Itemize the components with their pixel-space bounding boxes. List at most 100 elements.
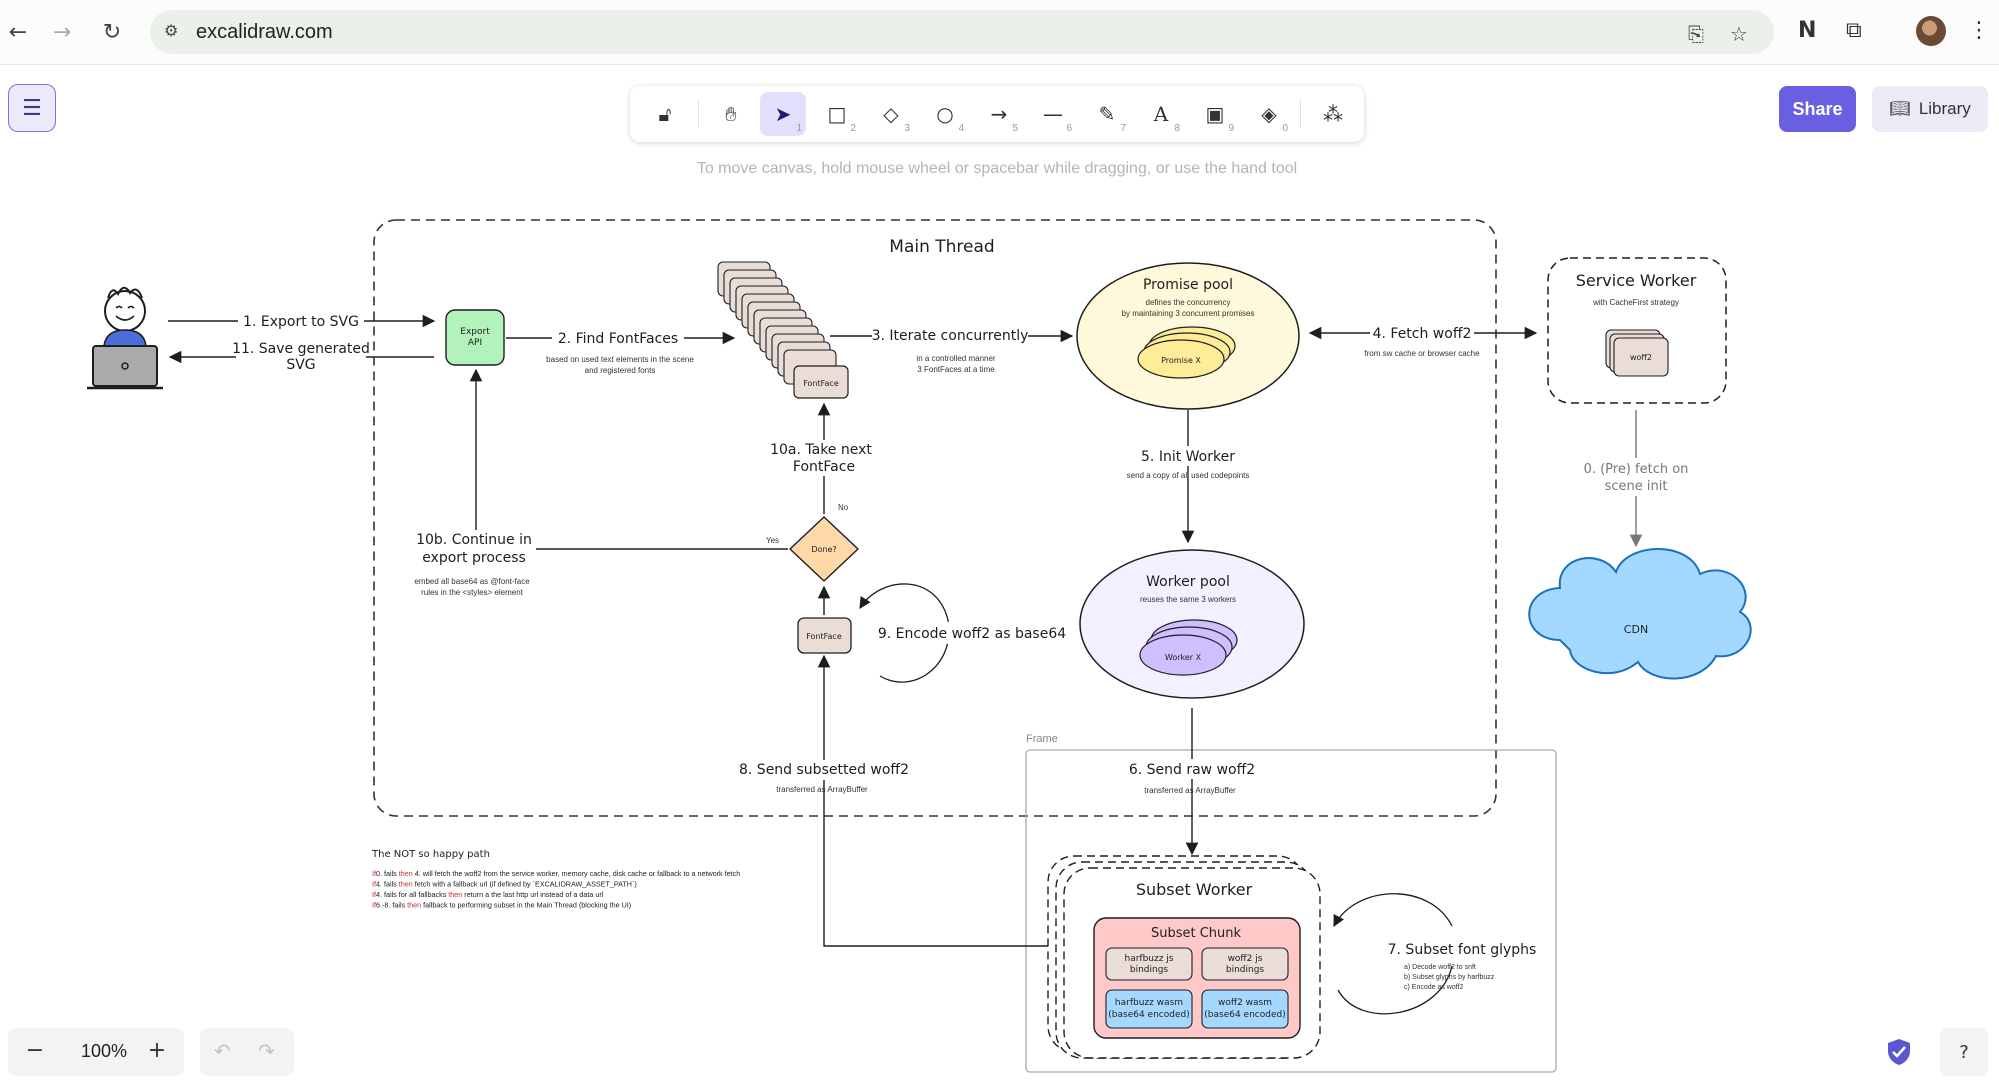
- share-button[interactable]: Share: [1779, 86, 1856, 132]
- zoom-in-button[interactable]: +: [147, 1038, 167, 1063]
- tool-key: 7: [1120, 123, 1126, 134]
- fontface-box[interactable]: [797, 617, 852, 654]
- unhappy-path-line: If4. fails then fetch with a fallback ur…: [372, 880, 637, 889]
- woff2-bindings-line1: woff2 js: [1228, 954, 1263, 964]
- cdn-cloud[interactable]: CDN: [1528, 548, 1752, 680]
- shield-check-icon[interactable]: [1886, 1038, 1912, 1066]
- woff2-bindings-line2: bindings: [1226, 965, 1265, 975]
- hand-icon: ✋︎: [725, 102, 737, 126]
- frame[interactable]: [1025, 749, 1557, 1073]
- step10b-note-line2: rules in the <styles> element: [421, 588, 524, 597]
- promise-pool-note-line2: by maintaining 3 concurrent promises: [1122, 309, 1255, 318]
- back-icon[interactable]: ←: [8, 19, 28, 45]
- step3-note-line1: in a controlled manner: [916, 354, 995, 363]
- tool-key: 2: [850, 123, 856, 134]
- notion-extension-icon[interactable]: N: [1798, 18, 1817, 43]
- step9-label: 9. Encode woff2 as base64: [878, 626, 1066, 642]
- worker-x-stack[interactable]: Worker X: [1139, 619, 1238, 676]
- harfbuzz-wasm-box[interactable]: [1105, 989, 1193, 1029]
- tool-hand[interactable]: ✋︎: [708, 92, 754, 136]
- woff2-wasm-box[interactable]: [1201, 989, 1289, 1029]
- export-api-box[interactable]: [445, 309, 505, 366]
- undo-icon[interactable]: ↶: [214, 1039, 231, 1063]
- ellipse-icon: ○: [936, 102, 954, 126]
- step5-note: send a copy of all used codepoints: [1127, 471, 1250, 480]
- woff2-wasm-line2: (base64 encoded): [1204, 1010, 1285, 1020]
- no-label: No: [838, 503, 849, 512]
- step3-note-line2: 3 FontFaces at a time: [917, 365, 995, 374]
- step10a-label-line2: FontFace: [793, 459, 855, 475]
- step10b-label-line1: 10b. Continue in: [416, 532, 532, 548]
- loop-encode-base64[interactable]: [859, 583, 950, 683]
- diamond-icon: ◇: [883, 102, 899, 126]
- user-figure[interactable]: [87, 286, 163, 390]
- reload-icon[interactable]: ↻: [102, 19, 122, 45]
- tool-arrow[interactable]: →5: [976, 92, 1022, 136]
- unhappy-path-line: If4. fails for all fallbacks then return…: [372, 890, 604, 899]
- tool-rectangle[interactable]: □2: [814, 92, 860, 136]
- address-bar[interactable]: ⚙ excalidraw.com ⎘ ☆: [150, 10, 1774, 54]
- tool-lock[interactable]: 🔓︎: [642, 92, 688, 136]
- woff2-bindings-box[interactable]: [1201, 947, 1289, 981]
- tool-eraser[interactable]: ◈0: [1246, 92, 1292, 136]
- url-text: excalidraw.com: [196, 21, 333, 43]
- redo-icon[interactable]: ↷: [258, 1039, 275, 1063]
- step11-label-line1: 11. Save generated: [232, 341, 370, 357]
- zoom-level[interactable]: 100%: [80, 1041, 128, 1061]
- tool-key: 3: [904, 123, 910, 134]
- step0-label-line1: 0. (Pre) fetch on: [1584, 462, 1689, 477]
- canvas-hint: To move canvas, hold mouse wheel or spac…: [696, 160, 1298, 177]
- service-worker-box[interactable]: [1547, 257, 1727, 404]
- tool-image[interactable]: ▣9: [1192, 92, 1238, 136]
- main-thread-label: Main Thread: [889, 237, 994, 257]
- step6-note: transferred as ArrayBuffer: [1144, 786, 1236, 795]
- promise-pool-note-line1: defines the concurrency: [1146, 298, 1231, 307]
- toolbar-divider: [698, 100, 699, 128]
- tool-diamond[interactable]: ◇3: [868, 92, 914, 136]
- woff2-stack[interactable]: woff2: [1605, 329, 1669, 377]
- done-diamond[interactable]: [789, 516, 859, 582]
- loop-subset-glyphs[interactable]: [1334, 893, 1453, 1015]
- step2-note-line1: based on used text elements in the scene: [546, 355, 694, 364]
- arrow-send-subsetted[interactable]: [817, 654, 1058, 947]
- step7-note-b: b) Subset glyphs by harfbuzz: [1404, 974, 1495, 981]
- tool-more[interactable]: ⁂: [1310, 92, 1356, 136]
- tool-selection[interactable]: ➤1: [760, 92, 806, 136]
- promise-x-stack[interactable]: Promise X: [1137, 326, 1236, 379]
- arrow-continue-export[interactable]: [469, 368, 788, 550]
- main-thread-frame[interactable]: [373, 219, 1497, 817]
- image-icon: ▣: [1205, 102, 1225, 126]
- tool-key: 5: [1012, 123, 1018, 134]
- tool-draw[interactable]: ✎7: [1084, 92, 1130, 136]
- install-app-icon[interactable]: ⎘: [1688, 22, 1704, 46]
- pointer-icon: ➤: [774, 102, 792, 126]
- zoom-out-button[interactable]: −: [25, 1038, 45, 1063]
- frame-label: Frame: [1026, 733, 1058, 745]
- step11-label-line2: SVG: [286, 357, 315, 373]
- book-icon: 📖︎: [1889, 99, 1911, 119]
- step5-label: 5. Init Worker: [1141, 449, 1235, 465]
- fontface-stack[interactable]: FontFace: [717, 261, 849, 399]
- forward-icon[interactable]: →: [52, 19, 72, 45]
- extensions-icon[interactable]: ⧉: [1846, 18, 1862, 43]
- tool-line[interactable]: —6: [1030, 92, 1076, 136]
- subset-chunk-title: Subset Chunk: [1151, 926, 1242, 941]
- main-menu-button[interactable]: ☰: [8, 84, 56, 132]
- profile-avatar[interactable]: [1916, 16, 1946, 46]
- yes-label: Yes: [766, 536, 779, 545]
- step8-label: 8. Send subsetted woff2: [739, 762, 909, 778]
- bookmark-star-icon[interactable]: ☆: [1730, 22, 1748, 46]
- site-info-icon[interactable]: ⚙: [164, 21, 179, 40]
- text-icon: A: [1153, 102, 1169, 126]
- library-button[interactable]: 📖︎ Library: [1872, 86, 1988, 132]
- help-button[interactable]: ?: [1940, 1028, 1988, 1076]
- browser-menu-icon[interactable]: ⋮: [1968, 18, 1990, 43]
- export-api-label-line2: API: [468, 338, 482, 348]
- tool-ellipse[interactable]: ○4: [922, 92, 968, 136]
- step8-note: transferred as ArrayBuffer: [776, 785, 868, 794]
- cdn-label: CDN: [1624, 623, 1648, 636]
- harfbuzz-bindings-box[interactable]: [1105, 947, 1193, 981]
- step4-label: 4. Fetch woff2: [1373, 326, 1472, 342]
